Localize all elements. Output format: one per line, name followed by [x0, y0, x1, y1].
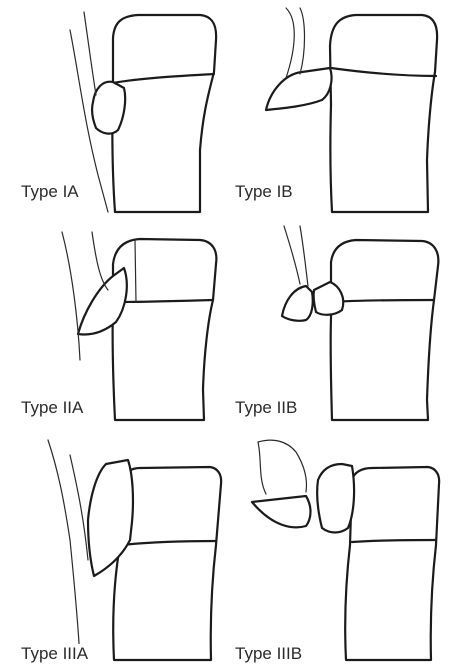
label-type-iib: Type IIB: [234, 398, 300, 418]
label-type-iiib: Type IIIB: [234, 644, 305, 664]
label-type-ia: Type IA: [20, 182, 82, 202]
label-type-iia: Type IIA: [20, 398, 86, 418]
label-type-ib: Type IB: [234, 182, 296, 202]
label-type-iiia: Type IIIA: [20, 644, 91, 664]
